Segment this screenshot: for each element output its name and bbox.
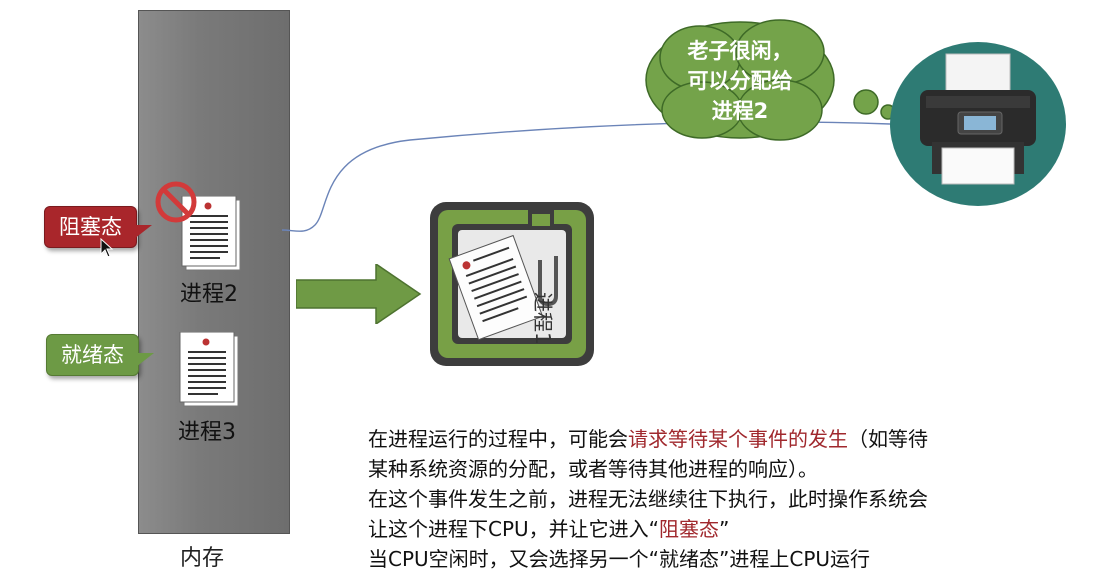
prohibited-icon <box>155 181 197 223</box>
description-line-3: 在这个事件发生之前，进程无法继续往下执行，此时操作系统会 <box>368 487 928 511</box>
memory-label: 内存 <box>180 546 225 571</box>
thought-cloud <box>645 19 907 141</box>
printer-thought-text: 老子很闲， 可以分配给 进程2 <box>687 39 793 123</box>
process3-document-icon <box>179 332 239 407</box>
description-line-1: 在进程运行的过程中，可能会请求等待某个事件的发生（如等待 <box>368 427 928 451</box>
cpu-chip-label: 进程1 <box>531 292 555 345</box>
ready-state-badge: 就绪态 <box>46 334 154 376</box>
cursor-icon <box>100 238 114 258</box>
arrow-icon <box>296 264 422 324</box>
description-line-4: 让这个进程下CPU，并让它进入“阻塞态” <box>368 517 730 541</box>
printer-icon <box>890 42 1066 206</box>
description-line-2: 某种系统资源的分配，或者等待其他进程的响应）。 <box>368 457 818 481</box>
description-text: 在进程运行的过程中，可能会请求等待某个事件的发生（如等待 某种系统资源的分配，或… <box>368 424 1088 574</box>
cpu-icon: 进程1 <box>430 202 594 366</box>
description-line-5: 当CPU空闲时，又会选择另一个“就绪态”进程上CPU运行 <box>368 547 871 571</box>
process3-label: 进程3 <box>178 420 236 445</box>
memory-block <box>138 10 290 534</box>
process2-label: 进程2 <box>180 282 238 307</box>
blocked-state-badge: 阻塞态 <box>44 206 152 248</box>
